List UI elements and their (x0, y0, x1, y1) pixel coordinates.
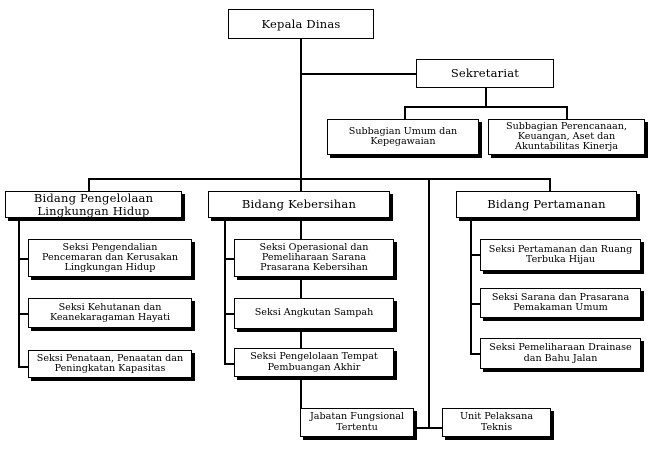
section-box: Seksi Pemeliharaan Drainase dan Bahu Jal… (480, 338, 641, 369)
head-box: Kepala Dinas (228, 9, 374, 39)
connector-line (18, 258, 28, 260)
connector-line (18, 313, 28, 315)
functional-box: Jabatan Fungsional Tertentu (300, 408, 414, 437)
section-box: Seksi Operasional dan Pemeliharaan Saran… (234, 239, 394, 277)
connector-line (301, 73, 416, 75)
connector-line (300, 38, 302, 429)
connector-line (404, 106, 568, 108)
division-box: Bidang Pengelolaan Lingkungan Hidup (5, 191, 182, 218)
connector-line (404, 106, 406, 119)
connector-line (18, 366, 28, 368)
section-box: Seksi Pertamanan dan Ruang Terbuka Hijau (480, 239, 641, 271)
division-box: Bidang Kebersihan (208, 191, 390, 218)
connector-line (224, 258, 234, 260)
section-box: Seksi Pengendalian Pencemaran dan Kerusa… (28, 239, 192, 277)
connector-line (224, 218, 226, 364)
connector-line (470, 218, 472, 355)
connector-line (470, 303, 480, 305)
secretariat-box: Sekretariat (416, 59, 554, 88)
connector-line (566, 106, 568, 119)
connector-line (224, 313, 234, 315)
section-box: Seksi Angkutan Sampah (234, 298, 394, 329)
technical-unit-box: Unit Pelaksana Teknis (442, 408, 551, 437)
connector-line (88, 178, 90, 191)
subunit-box: Subbagian Perencanaan, Keuangan, Aset da… (488, 119, 645, 155)
subunit-box: Subbagian Umum dan Kepegawaian (327, 119, 479, 155)
connector-line (485, 87, 487, 107)
connector-line (470, 254, 480, 256)
section-box: Seksi Kehutanan dan Keanekaragaman Hayat… (28, 298, 192, 328)
connector-line (224, 363, 234, 365)
section-box: Seksi Pengelolaan Tempat Pembuangan Akhi… (234, 348, 394, 377)
section-box: Seksi Sarana dan Prasarana Pemakaman Umu… (480, 288, 641, 318)
section-box: Seksi Penataan, Penaatan dan Peningkatan… (28, 350, 192, 378)
connector-line (88, 178, 551, 180)
connector-line (549, 178, 551, 191)
connector-line (428, 178, 430, 429)
connector-line (18, 218, 20, 367)
division-box: Bidang Pertamanan (456, 191, 637, 218)
connector-line (470, 353, 480, 355)
